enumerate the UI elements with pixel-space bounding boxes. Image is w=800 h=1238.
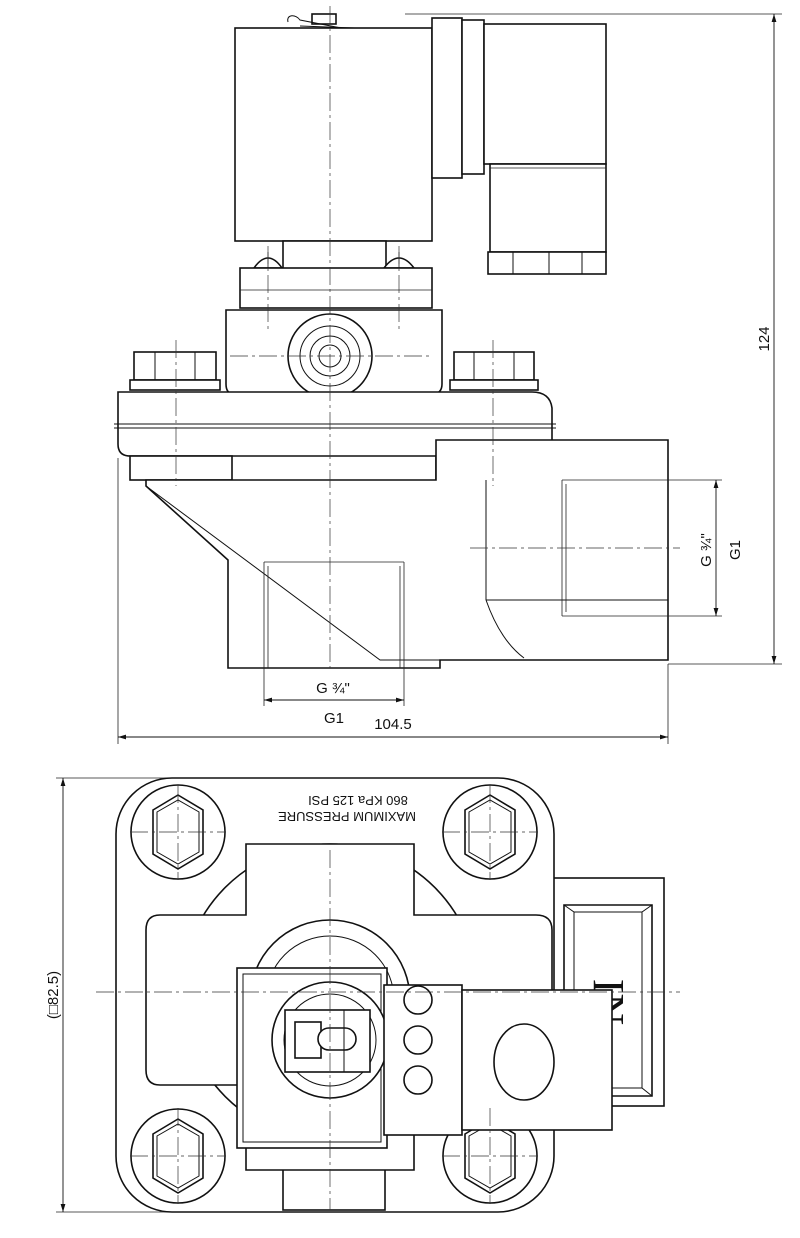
terminal-clip (284, 1009, 371, 1073)
bottom-port-outer-label: G1 (324, 710, 344, 727)
valve-body (145, 439, 669, 669)
side-view: 124 104.5 G ¾" G1 G ¾" G1 (114, 6, 782, 744)
bonnet-nut-left (129, 351, 221, 391)
square-dimension: (□82.5) (45, 971, 62, 1019)
armature-housing (239, 267, 433, 309)
side-port-outer-label: G1 (727, 540, 744, 560)
width-dimension: 104.5 (374, 716, 412, 733)
hex-nut-bottom-right (442, 1108, 538, 1204)
pressure-marking-line2: 860 KPa 125 PSI (308, 793, 408, 808)
coil-stem (252, 240, 416, 270)
pressure-marking-line1: MAXIMUM PRESSURE (278, 809, 416, 824)
solenoid-coil (234, 17, 607, 275)
pilot-body (225, 309, 443, 399)
top-view: IN (45, 777, 680, 1213)
bottom-port-inner-label: G ¾" (316, 680, 350, 697)
bonnet-nut-right (449, 351, 539, 391)
side-port-inner-label: G ¾" (698, 533, 715, 567)
height-dimension: 124 (756, 326, 773, 351)
